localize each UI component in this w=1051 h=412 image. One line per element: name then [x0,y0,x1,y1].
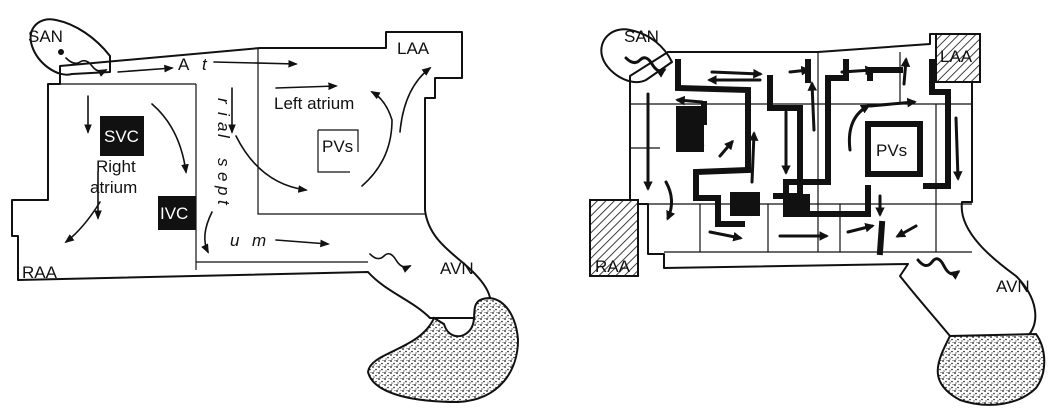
right-arrow-15 [956,118,958,178]
right-arrow-17 [848,226,872,232]
right-diagram: SAN LAA RAA AVN PVs [590,27,1044,405]
right-block-2 [730,192,760,216]
left-arrow-la-loop-up [362,92,392,186]
right-san-wave [626,58,664,71]
svg-text:r: r [214,98,233,105]
left-atrium-label: Left atrium [274,94,354,113]
right-arrow-14 [870,102,914,106]
svg-text:t: t [214,200,233,206]
left-raa-label: RAA [22,263,58,282]
right-pvs-label: PVs [876,141,907,160]
right-arrow-10 [720,142,732,156]
left-atria-outline [12,32,491,318]
left-arrow-raa [66,202,100,242]
left-ivc-label: IVC [160,204,188,223]
svg-text:p: p [214,185,233,195]
left-arrow-to-septum [118,68,172,72]
right-arrow-21 [678,100,702,102]
right-laa-label: LAA [940,47,973,66]
right-san-label: SAN [624,27,659,46]
svg-text:i: i [214,112,233,117]
left-arrow-avn-wave [370,254,410,267]
svg-text:t: t [202,55,208,74]
left-laa-label: LAA [397,39,430,58]
left-avn-label: AVN [440,259,474,278]
right-arrow-1 [712,72,760,74]
left-san-label: SAN [28,27,63,46]
right-arrow-4 [842,70,872,72]
right-avn-label: AVN [996,277,1030,296]
right-arrow-8 [710,232,740,238]
svg-text:e: e [214,172,233,181]
right-arrow-18 [898,226,916,236]
right-raa-label: RAA [595,257,631,276]
right-arrow-9 [752,134,754,182]
left-arrow-septum-curve [236,136,306,190]
right-arrow-3 [790,70,808,72]
right-block-3 [786,194,810,212]
left-pvs-label: PVs [322,137,353,156]
right-arrow-5 [904,60,906,84]
left-svc-label: SVC [104,127,139,146]
left-diagram: SAN LAA RAA AVN SVC IVC PVs Right atrium… [12,19,518,402]
right-atrium-label-1: Right [96,157,136,176]
left-arrow-ra-curve [152,104,186,172]
svg-text:l: l [214,134,233,139]
svg-text:u: u [230,231,240,250]
left-arrow-la-top [276,86,336,88]
right-avn-blob [938,334,1045,405]
svg-text:m: m [252,231,266,250]
svg-text:A: A [178,55,190,74]
left-san-dot [58,49,64,55]
left-arrow-to-avn [276,240,328,244]
left-avn-blob [368,298,518,402]
svg-text:s: s [214,158,233,167]
left-arrow-septum-low [205,212,212,252]
left-arrow-septum-top [214,62,296,64]
svg-text:a: a [214,122,233,131]
right-atrium-label-2: atrium [90,178,137,197]
right-arrow-12 [812,84,814,130]
right-avn-wave [918,259,958,274]
right-arrow-7 [666,182,672,218]
